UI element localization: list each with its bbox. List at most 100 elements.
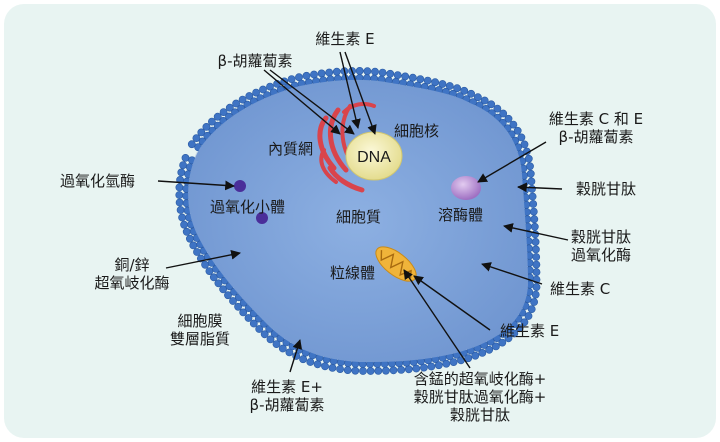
membrane-bead-outer [189,241,198,250]
membrane-bead-outer [181,153,190,162]
membrane-bead-outer [528,192,537,201]
arrow-vit-c [481,262,543,285]
membrane-bead-outer [530,222,539,231]
membrane-bead-outer [332,67,341,76]
membrane-bead-outer [524,312,533,320]
membrane-bead-outer [473,93,482,102]
membrane-bead-outer [460,86,469,95]
membrane-bead-outer [182,227,191,236]
membrane-bead-outer [321,362,329,371]
membrane-bead-outer [266,82,274,91]
membrane-bead-outer [201,260,209,269]
label-er: 內質網 [268,140,314,158]
membrane-bead-outer [259,85,267,94]
membrane-bead-outer [266,335,275,344]
membrane-bead-outer [498,338,507,347]
membrane-bead-outer [529,200,538,208]
membrane-bead-outer [336,365,344,373]
membrane-bead-outer [520,318,529,327]
membrane-bead-outer [431,78,439,87]
membrane-bead-outer [366,367,375,375]
membrane-bead-outer [532,253,541,261]
membrane-bead-outer [374,366,383,375]
arrow-vit-e-top-2 [344,51,377,135]
membrane-bead-outer [209,273,218,282]
membrane-bead-outer [306,358,315,366]
membrane-bead-outer [438,80,447,88]
arrow-vit-e-beta-bottom [289,339,303,373]
membrane-bead-outer [219,285,227,294]
membrane-bead-outer [386,69,395,78]
membrane-bead-outer [504,334,513,343]
membrane-bead-outer [434,361,443,370]
membrane-bead-outer [359,367,367,375]
membrane-bead-outer [193,248,201,256]
membrane-bead-outer [464,354,473,363]
label-nucleus: 細胞核 [394,122,440,140]
label-glutathione: 穀胱甘肽 [576,180,637,198]
membrane-bead-outer [244,314,253,322]
label-mn-sod: 含錳的超氧岐化酶+穀胱甘肽過氧化酶+穀胱甘肽 [413,370,547,424]
membrane-bead-outer [515,324,524,333]
membrane-bead-outer [178,213,186,222]
membrane-bead-outer [378,68,387,77]
membrane-bead-outer [302,71,311,80]
membrane-bead-outer [287,75,296,83]
membrane-bead-outer [249,319,258,328]
membrane-bead-outer [532,245,540,254]
membrane-bead-outer [214,279,223,288]
label-peroxisome: 過氧化小體 [210,198,286,216]
arrow-cu-zn-sod [165,249,241,269]
membrane-bead-outer [526,162,534,171]
membrane-bead-outer [229,297,237,305]
membrane-bead-outer [175,198,184,207]
membrane-bead-outer [453,84,461,93]
membrane-bead-outer [299,355,307,364]
label-lysosome: 溶酶體 [438,206,484,224]
membrane-bead-outer [487,100,496,109]
membrane-bead-outer [205,267,214,275]
arrow-vit-e-top-1 [339,51,361,129]
membrane-bead-outer [176,206,185,214]
membrane-bead-outer [532,283,541,291]
membrane-bead-outer [285,348,294,357]
membrane-bead-outer [313,360,322,369]
label-vit-c: 維生素 C [550,280,611,298]
membrane-bead-outer [351,366,360,375]
membrane-bead-outer [255,325,264,333]
membrane-bead-outer [310,70,318,79]
membrane-bead-outer [467,89,475,98]
membrane-bead-outer [478,348,487,357]
membrane-bead-outer [526,169,535,178]
membrane-bead-outer [517,133,526,142]
label-gpx: 穀胱甘肽過氧化酶 [570,228,631,264]
label-cu-zn-sod: 銅/鋅超氧岐化酶 [94,256,170,292]
membrane-bead-outer [224,291,232,300]
membrane-bead-outer [471,351,480,360]
membrane-bead-outer [295,73,303,82]
membrane-bead-outer [389,366,398,375]
membrane-bead-outer [260,330,269,339]
membrane-bead-outer [187,140,196,149]
membrane-bead-outer [238,95,247,104]
membrane-bead-outer [192,134,201,142]
membrane-bead-outer [510,329,519,338]
membrane-bead-outer [272,340,281,348]
membrane-bead-outer [528,184,536,193]
membrane-bead-outer [532,260,541,269]
peroxisome-1 [234,180,246,192]
membrane-bead-outer [527,305,536,313]
membrane-bead-outer [239,308,248,317]
arrow-vit-e-mito [413,275,491,331]
membrane-bead-outer [442,359,451,368]
membrane-bead-outer [278,344,287,353]
membrane-bead-outer [509,120,518,129]
membrane-bead-outer [485,345,494,354]
membrane-bead-outer [520,140,529,149]
membrane-bead-outer [408,73,417,82]
membrane-bead-outer [207,117,216,126]
membrane-bead-outer [401,72,410,81]
membrane-bead-outer [325,68,334,77]
membrane-bead-outer [499,109,508,118]
